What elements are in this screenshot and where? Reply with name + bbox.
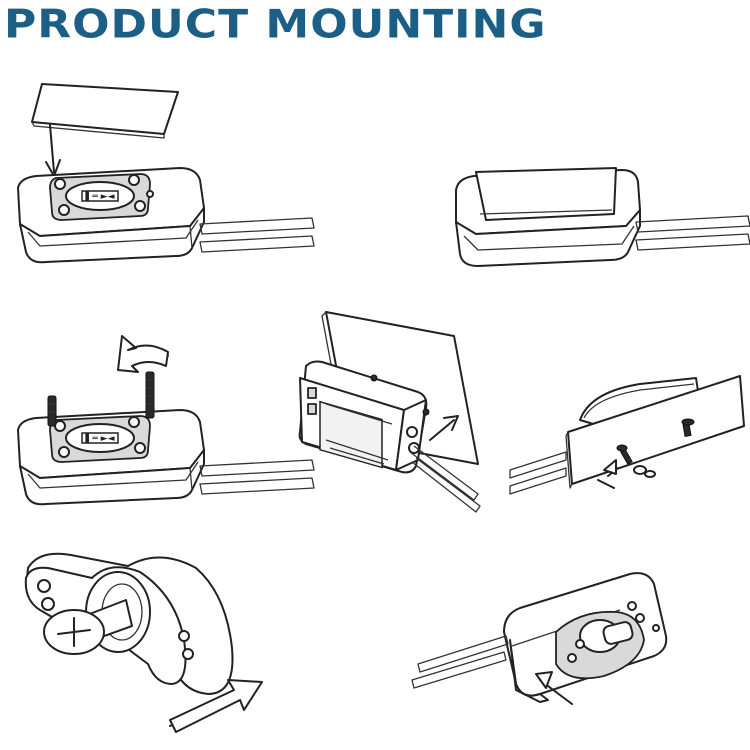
- step-attach-bracket: [411, 572, 668, 705]
- step-attach-adhesive-pad: [17, 83, 315, 264]
- step-insert-studs-and-rotate: [17, 335, 315, 506]
- step-mount-through-panel: [298, 311, 481, 513]
- page-title: PRODUCT MOUNTING: [4, 1, 547, 48]
- step-fasten-rear-screws: [509, 375, 745, 495]
- step-mounting-bracket: [24, 552, 263, 733]
- step-pad-attached: [455, 167, 750, 267]
